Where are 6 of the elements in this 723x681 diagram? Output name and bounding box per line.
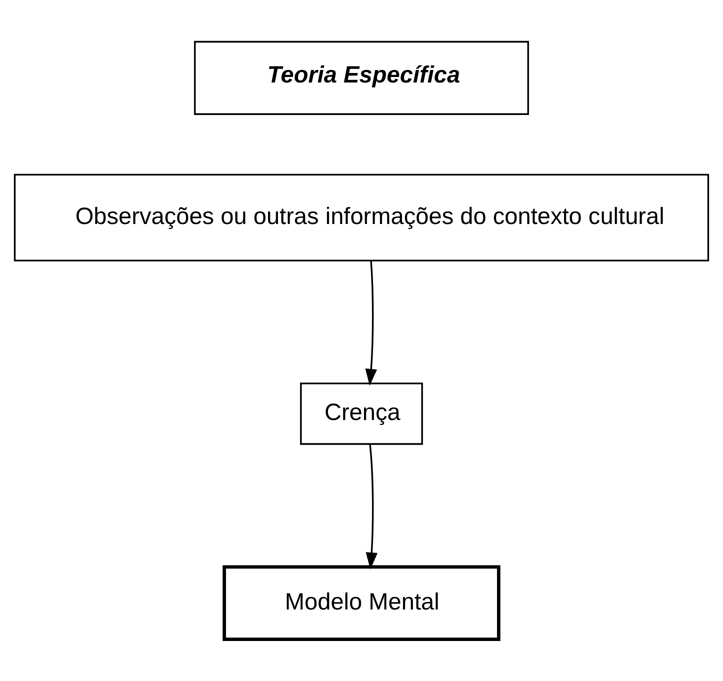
node-box: Crença bbox=[300, 382, 423, 445]
arrow bbox=[366, 444, 378, 570]
node-box: Modelo Mental bbox=[222, 565, 500, 641]
node-box: Teoria Específica bbox=[194, 40, 529, 115]
arrow bbox=[365, 260, 378, 386]
node-box: Observações ou outras informações do contexto cultural bbox=[14, 174, 710, 262]
